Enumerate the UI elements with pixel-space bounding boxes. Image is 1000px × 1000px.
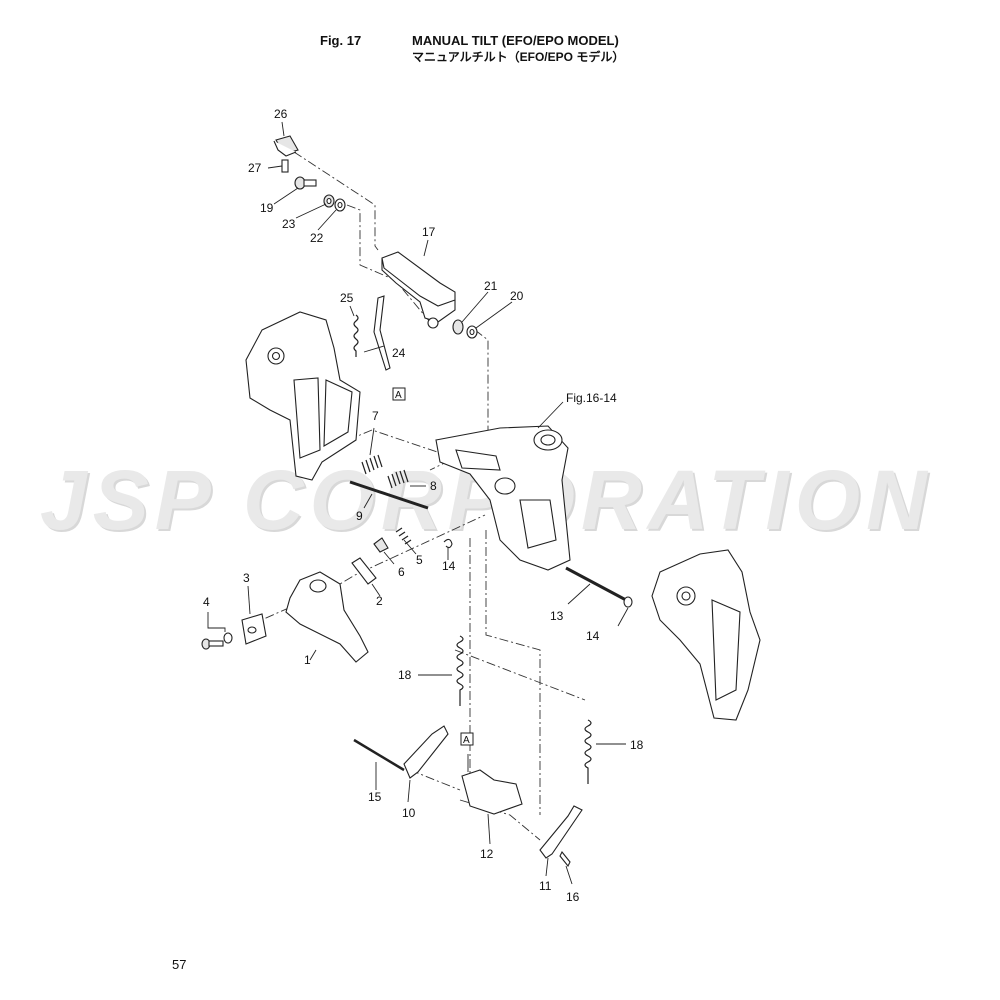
callout-numbers: 26 27 19 23 22 17 21 20 25 24 7 8 9 5 6 …	[203, 107, 644, 904]
callout-1: 1	[304, 653, 311, 667]
tilt-stopper-part-1	[285, 571, 369, 663]
clamp-bracket-right	[651, 549, 761, 721]
shaft-part-9	[349, 480, 429, 510]
assembly-lines	[249, 151, 586, 841]
plate-part-3	[241, 585, 267, 645]
figure-subtitle: マニュアルチルト（EFO/EPO モデル）	[412, 50, 625, 64]
callout-8: 8	[430, 479, 437, 493]
box-letter-top: A	[395, 390, 402, 401]
spring-part-18-left	[418, 635, 464, 706]
reference-label: Fig.16-14	[566, 391, 617, 405]
ref-box-a-top	[392, 387, 406, 401]
callout-16: 16	[566, 890, 580, 904]
callout-7: 7	[372, 409, 379, 423]
callout-4: 4	[203, 595, 210, 609]
callout-14-lower: 14	[586, 629, 600, 643]
swivel-bracket	[435, 401, 571, 571]
spring-part-7	[361, 427, 383, 475]
spring-part-5	[395, 527, 417, 555]
tilt-lever-part-17	[381, 251, 456, 329]
washer-part-23	[323, 194, 335, 208]
pin-part-15	[353, 738, 405, 790]
clip-part-14-lower	[617, 596, 633, 627]
callout-17: 17	[422, 225, 436, 239]
tilt-knob-part-26	[273, 135, 299, 157]
washer-part-20	[466, 325, 478, 339]
spring-part-8	[387, 469, 426, 489]
washer-part-22	[334, 198, 346, 212]
bracket-part-12	[461, 754, 523, 845]
callout-27: 27	[248, 161, 262, 175]
leader-lines-upper	[273, 121, 513, 353]
clamp-bracket-left	[245, 311, 361, 481]
bushing-part-21	[452, 319, 464, 335]
callout-9: 9	[356, 509, 363, 523]
callout-18-left: 18	[398, 668, 412, 682]
pin-part-27	[267, 159, 289, 173]
bolt-part-4	[201, 612, 233, 650]
shaft-part-13	[565, 566, 627, 605]
lever-arm-part-11	[539, 805, 583, 877]
callout-18-right: 18	[630, 738, 644, 752]
callout-11: 11	[539, 879, 552, 893]
callout-5: 5	[416, 553, 423, 567]
callout-14-upper: 14	[442, 559, 456, 573]
callout-24: 24	[392, 346, 406, 360]
lever-arm-part-10	[403, 725, 449, 803]
callout-2: 2	[376, 594, 383, 608]
figure-title: MANUAL TILT (EFO/EPO MODEL)	[412, 33, 619, 48]
pin-part-16	[559, 850, 573, 885]
link-rod-part-24	[373, 295, 391, 371]
callout-15: 15	[368, 790, 382, 804]
cam-part-6	[373, 537, 395, 565]
callout-10: 10	[402, 806, 416, 820]
callout-25: 25	[340, 291, 354, 305]
page-number: 57	[172, 957, 187, 972]
bolt-part-19	[294, 176, 317, 190]
callout-22: 22	[310, 231, 324, 245]
clip-part-14-upper	[443, 538, 453, 560]
callout-23: 23	[282, 217, 296, 231]
ref-box-a-bottom	[460, 732, 474, 746]
pin-part-2	[351, 557, 381, 597]
figure-number: Fig. 17	[320, 33, 362, 48]
callout-20: 20	[510, 289, 524, 303]
callout-6: 6	[398, 565, 405, 579]
callout-21: 21	[484, 279, 498, 293]
spring-part-18-right	[584, 719, 626, 784]
spring-part-25	[353, 314, 359, 357]
callout-12: 12	[480, 847, 494, 861]
callout-19: 19	[260, 201, 274, 215]
callout-13: 13	[550, 609, 564, 623]
box-letter-bottom: A	[463, 735, 470, 746]
callout-26: 26	[274, 107, 288, 121]
callout-3: 3	[243, 571, 250, 585]
